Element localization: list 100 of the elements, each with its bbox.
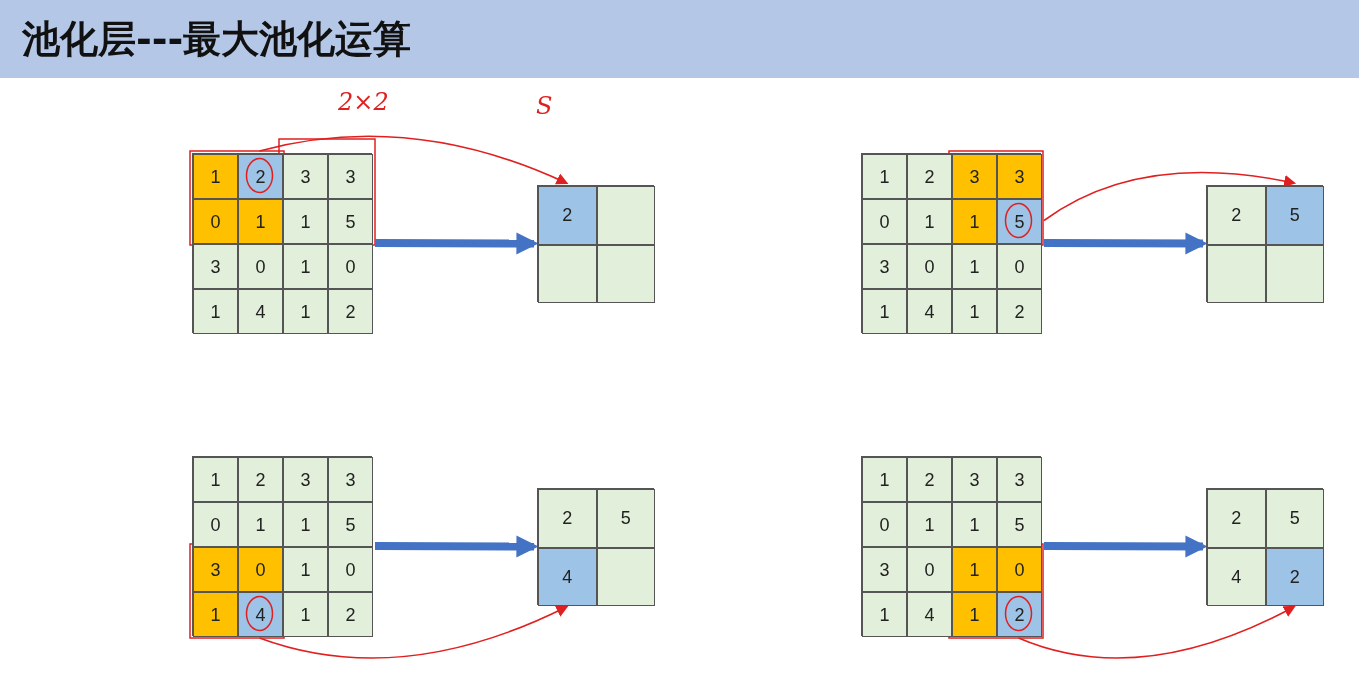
cell-value: 5 [620,509,631,528]
cell-value: 2 [1231,206,1242,225]
matrix-cell [907,502,952,547]
matrix-cell [862,289,907,334]
input-matrix [861,153,1041,333]
output-matrix [537,185,654,302]
matrix-cell [997,154,1042,199]
arrow [375,232,539,255]
matrix-cell [1265,186,1324,245]
cell-value: 2 [924,470,935,489]
cell-value: 1 [210,167,221,186]
cell-value: 3 [879,257,890,276]
matrix-cell [238,199,283,244]
arrow [1044,232,1208,255]
cell-value: 5 [1289,206,1300,225]
matrix-cell [952,289,997,334]
matrix-cell [193,154,238,199]
cell-value: 1 [969,257,980,276]
cell-value: 3 [210,560,221,579]
cell-value: 2 [562,206,573,225]
matrix-cell [238,502,283,547]
cell-value: 1 [300,302,311,321]
cell-value: 4 [1231,567,1242,586]
matrix-cell [1207,244,1266,303]
matrix-cell [538,547,597,606]
input-matrix [192,153,372,333]
matrix-cell [1265,547,1324,606]
cell-value: 2 [1289,567,1300,586]
matrix-cell [1207,186,1266,245]
matrix-cell [328,289,373,334]
cell-value: 0 [345,257,356,276]
matrix-cell [862,592,907,637]
matrix-cell [997,457,1042,502]
matrix-cell [193,547,238,592]
cell-value: 1 [879,302,890,321]
matrix-cell [907,592,952,637]
cell-value: 1 [969,302,980,321]
matrix-cell [952,244,997,289]
matrix-cell [862,547,907,592]
cell-value: 1 [300,212,311,231]
hand-drawn-arrow [1017,605,1296,659]
cell-value: 0 [255,560,266,579]
cell-value: 1 [210,605,221,624]
cell-value: 3 [345,167,356,186]
matrix-cell [283,199,328,244]
matrix-cell [596,244,655,303]
matrix-cell [1207,489,1266,548]
matrix-cell [1207,547,1266,606]
cell-value: 1 [969,605,980,624]
cell-value: 5 [1014,212,1025,231]
cell-value: 5 [1289,509,1300,528]
cell-value: 1 [969,560,980,579]
matrix-cell [238,154,283,199]
matrix-cell [907,289,952,334]
handwritten-note: 2×2 [338,88,389,116]
matrix-cell [328,154,373,199]
hand-drawn-arrow [1043,171,1297,222]
cell-value: 0 [255,257,266,276]
cell-value: 1 [300,257,311,276]
matrix-cell [193,502,238,547]
matrix-cell [193,592,238,637]
cell-value: 1 [210,470,221,489]
hand-drawn-arrow [258,605,569,659]
matrix-cell [238,592,283,637]
cell-value: 3 [210,257,221,276]
matrix-cell [328,592,373,637]
cell-value: 3 [300,470,311,489]
matrix-cell [538,489,597,548]
matrix-cell [283,457,328,502]
matrix-cell [238,244,283,289]
output-matrix [1206,185,1323,302]
cell-value: 5 [345,212,356,231]
matrix-cell [238,289,283,334]
cell-value: 0 [879,212,890,231]
matrix-cell [907,547,952,592]
matrix-cell [328,199,373,244]
arrow [375,535,539,558]
cell-value: 3 [300,167,311,186]
cell-value: 4 [924,302,935,321]
matrix-cell [907,244,952,289]
cell-value: 0 [1014,257,1025,276]
matrix-cell [997,289,1042,334]
cell-value: 0 [879,515,890,534]
matrix-cell [1265,244,1324,303]
matrix-cell [952,592,997,637]
cell-value: 0 [345,560,356,579]
cell-value: 2 [562,509,573,528]
matrix-cell [538,186,597,245]
cell-value: 4 [562,567,573,586]
matrix-cell [193,244,238,289]
matrix-cell [283,547,328,592]
matrix-cell [997,199,1042,244]
matrix-cell [193,289,238,334]
cell-value: 3 [1014,167,1025,186]
matrix-cell [283,154,328,199]
matrix-cell [862,154,907,199]
matrix-cell [596,186,655,245]
arrow [1044,535,1208,558]
cell-value: 2 [255,470,266,489]
matrix-cell [907,457,952,502]
